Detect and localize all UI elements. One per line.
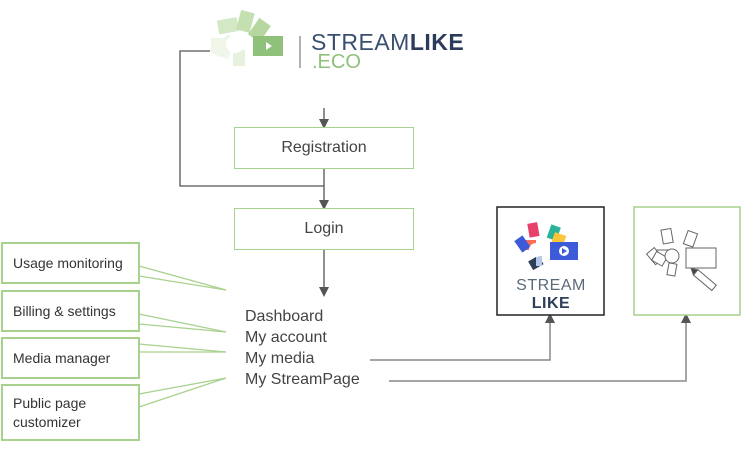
target-connectors: [370, 313, 691, 382]
dashboard-menu: Dashboard My account My media My StreamP…: [245, 306, 360, 390]
module-billing-settings: Billing & settings: [1, 290, 140, 332]
brand-suffix: .ECO: [312, 51, 361, 73]
arrow-streampage-to-editor: [389, 313, 691, 382]
menu-item-my-media: My media: [245, 350, 315, 367]
page-editor-icon: [645, 227, 718, 292]
streamlike-logo-icon: [514, 222, 578, 271]
brand-name: STREAMLIKE: [311, 29, 465, 55]
module-usage-monitoring: Usage monitoring: [1, 242, 140, 284]
login-step: Login: [234, 208, 414, 250]
module-links: [138, 265, 227, 408]
streamlike-brand-text: STREAM LIKE: [516, 277, 586, 312]
menu-item-dashboard: Dashboard: [245, 308, 324, 325]
menu-item-my-account: My account: [245, 329, 327, 346]
line-logo-bypass: [179, 50, 324, 187]
streamlike-eco-logo-icon: [211, 9, 283, 66]
arrow-my-media-to-streamlike: [370, 313, 555, 361]
connectors: [179, 50, 329, 297]
registration-step: Registration: [234, 127, 414, 169]
menu-item-my-streampage: My StreamPage: [245, 371, 360, 388]
module-media-manager: Media manager: [1, 337, 140, 379]
module-public-page-customizer: Public page customizer: [1, 384, 140, 441]
streamlike-target-box: [496, 206, 605, 316]
